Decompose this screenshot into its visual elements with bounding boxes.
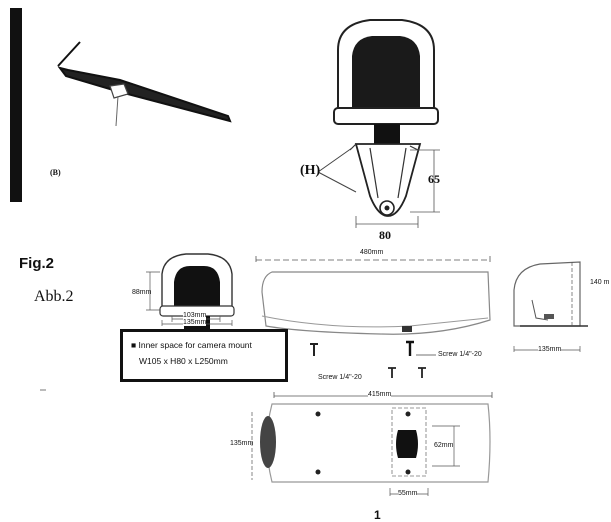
note-line-2: W105 x H80 x L250mm [139,356,228,366]
dim-65: 65 [428,172,440,186]
dim-62: 62mm [434,442,454,449]
dim-480: 480mm [358,249,386,256]
long-housing-outline [261,271,491,335]
page-number: 1 [374,508,381,522]
bracket-arm [57,41,232,123]
dim-103: 103mm [183,312,207,319]
side-profile-view [513,261,588,352]
front-view-housing [317,19,440,228]
fig-label: Fig.2 [19,255,55,272]
dim-55: 55mm [398,490,418,497]
note-line-1: ■ Inner space for camera mount [131,340,252,350]
dim-140: 140 m [590,279,610,286]
top-view-plate [251,392,493,496]
abb-label: Abb.2 [34,288,74,305]
dim-135-left: 135mm [230,440,254,447]
inner-space-note: ■ Inner space for camera mount W105 x H8… [120,329,288,382]
screw-label-right: Screw 1/4"-20 [438,351,482,358]
dim-135-side: 135mm [538,346,562,353]
long-side-view [255,256,491,378]
wall-bar [10,8,22,202]
dim-88: 88mm [132,289,152,296]
dim-415: 415mm [368,391,392,398]
screw-label-left: Screw 1/4"-20 [318,374,362,381]
dim-135-front: 135mm [183,319,207,326]
label-h: (H) [300,163,321,178]
plate-outline [266,403,491,483]
wall-bracket-drawing [10,8,232,202]
label-b: (B) [50,168,61,177]
dim-80: 80 [379,228,391,242]
